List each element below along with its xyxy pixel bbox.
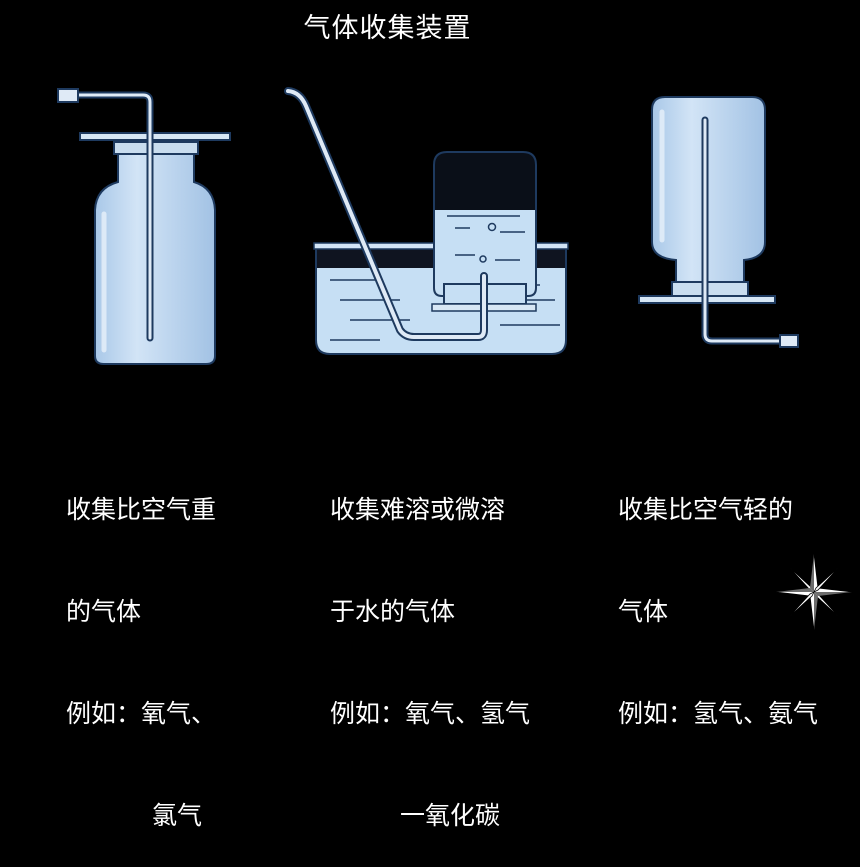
middle-trough (284, 87, 569, 355)
caption-left-line-4: 氯气 (152, 801, 203, 830)
caption-middle: 收集难溶或微溶 于水的气体 例如：氧气、氢气 一氧化碳 (330, 425, 530, 867)
caption-left-line-1: 收集比空气重 (66, 495, 217, 524)
caption-right-line-1: 收集比空气轻的 (618, 495, 794, 524)
left-bottle (57, 88, 231, 365)
caption-middle-line-4: 一氧化碳 (400, 801, 501, 830)
apparatus-diagram (57, 87, 799, 365)
page-title: 气体收集装置 (303, 13, 472, 44)
caption-left-line-3: 例如：氧气、 (66, 699, 217, 728)
caption-right-line-3: 例如：氢气、氨气 (618, 699, 819, 728)
caption-left: 收集比空气重 的气体 例如：氧气、 氯气 (66, 425, 216, 867)
caption-middle-line-3: 例如：氧气、氢气 (330, 699, 531, 728)
caption-right-line-2: 气体 (618, 597, 669, 626)
compass-star-icon[interactable] (774, 552, 854, 632)
caption-middle-line-1: 收集难溶或微溶 (330, 495, 506, 524)
caption-middle-line-2: 于水的气体 (330, 597, 456, 626)
right-bottle (638, 96, 799, 348)
caption-left-line-2: 的气体 (66, 597, 142, 626)
